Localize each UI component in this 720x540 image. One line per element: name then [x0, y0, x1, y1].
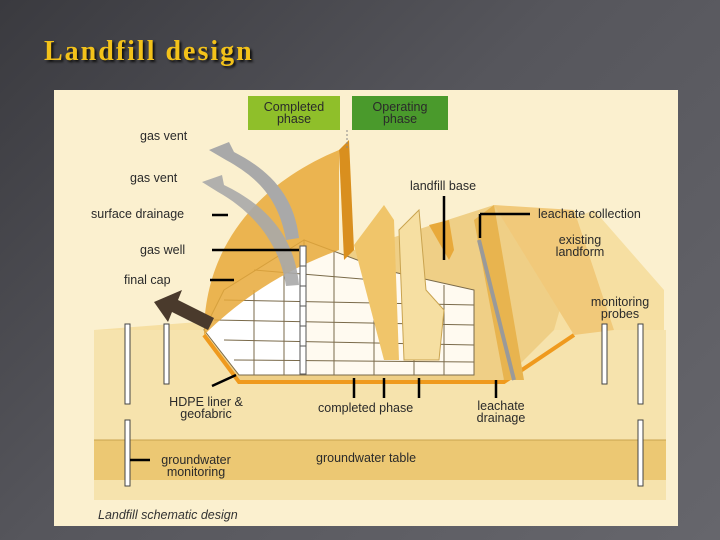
- figure-caption: Landfill schematic design: [98, 508, 238, 522]
- label-existing-landform: existing landform: [555, 233, 605, 259]
- label-completed-phase: completed phase: [318, 401, 414, 415]
- landfill-schematic: Completed phase Operating phase gas vent…: [54, 90, 678, 526]
- label-monitoring-probes: monitoring probes: [590, 295, 650, 321]
- label-groundwater-monitoring: groundwater monitoring: [161, 453, 231, 479]
- gas-vent-arrows: [202, 142, 299, 286]
- monitoring-probes: [124, 323, 644, 487]
- groundwater-band: [94, 440, 666, 480]
- hdpe-liner-line: [202, 333, 576, 384]
- landfill-drawing: [54, 90, 678, 526]
- gas-well-pipe: [299, 245, 307, 375]
- operating-ridge-3: [429, 220, 454, 260]
- label-landfill-base: landfill base: [410, 179, 477, 193]
- label-surface-drainage: surface drainage: [91, 207, 185, 221]
- label-leachate-drainage: leachate drainage: [476, 399, 526, 425]
- label-gas-well: gas well: [140, 243, 186, 257]
- completed-phase-box: Completed phase: [248, 96, 340, 130]
- operating-ridge-4: [474, 205, 524, 380]
- completed-phase-wall: [339, 140, 354, 260]
- label-hdpe-liner: HDPE liner & geofabric: [169, 395, 243, 421]
- leader-lines: [130, 196, 530, 462]
- final-cap-arrow: [154, 290, 214, 330]
- label-leachate-collection: leachate collection: [538, 207, 641, 221]
- label-groundwater-table: groundwater table: [316, 451, 417, 465]
- slide-title: Landfill design: [44, 36, 254, 67]
- operating-ridge-1: [354, 205, 399, 360]
- label-gas-vent-2: gas vent: [130, 171, 178, 185]
- operating-phase-box: Operating phase: [352, 96, 448, 130]
- leachate-pipe: [477, 239, 516, 381]
- label-gas-vent-1: gas vent: [140, 129, 188, 143]
- label-final-cap: final cap: [124, 273, 171, 287]
- existing-landform-slope: [494, 205, 614, 335]
- operating-ridge-2: [398, 208, 445, 361]
